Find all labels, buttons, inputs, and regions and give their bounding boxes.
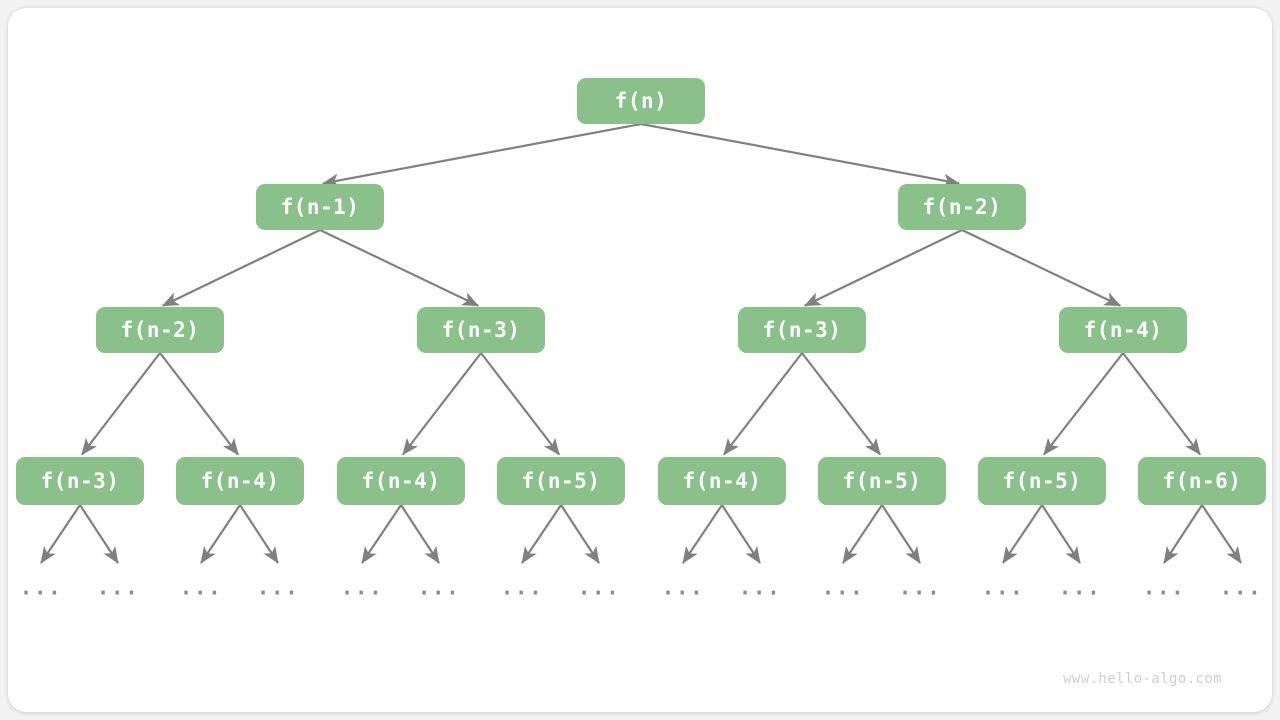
ellipsis-marker: ... (417, 575, 461, 600)
tree-node-n13: f(n-5) (978, 457, 1106, 505)
tree-node-label: f(n-3) (40, 468, 120, 493)
tree-node-n2: f(n-2) (898, 184, 1026, 230)
tree-node-n11: f(n-4) (658, 457, 786, 505)
tree-node-n3: f(n-2) (96, 307, 224, 353)
tree-node-n1: f(n-1) (256, 184, 384, 230)
ellipsis-marker: ... (981, 575, 1025, 600)
tree-node-label: f(n-4) (682, 468, 762, 493)
tree-node-label: f(n-1) (280, 194, 360, 219)
tree-node-label: f(n-2) (120, 317, 200, 342)
ellipsis-marker: ... (821, 575, 865, 600)
tree-node-label: f(n-4) (361, 468, 441, 493)
tree-node-label: f(n-6) (1162, 468, 1242, 493)
tree-node-label: f(n-3) (441, 317, 521, 342)
ellipsis-marker: ... (500, 575, 544, 600)
tree-node-label: f(n-2) (922, 194, 1002, 219)
tree-node-label: f(n-3) (762, 317, 842, 342)
ellipsis-marker: ... (577, 575, 621, 600)
tree-node-n6: f(n-4) (1059, 307, 1187, 353)
ellipsis-marker: ... (179, 575, 223, 600)
tree-node-n5: f(n-3) (738, 307, 866, 353)
ellipsis-marker: ... (898, 575, 942, 600)
tree-node-label: f(n-5) (521, 468, 601, 493)
ellipsis-marker: ... (256, 575, 300, 600)
ellipsis-marker: ... (96, 575, 140, 600)
tree-node-n0: f(n) (577, 78, 705, 124)
watermark: www.hello-algo.com (1063, 671, 1222, 687)
ellipsis-marker: ... (1142, 575, 1186, 600)
ellipsis-marker: ... (1058, 575, 1102, 600)
tree-node-label: f(n-4) (200, 468, 280, 493)
ellipsis-marker: ... (1219, 575, 1263, 600)
tree-node-n10: f(n-5) (497, 457, 625, 505)
ellipsis-marker: ... (661, 575, 705, 600)
tree-node-n9: f(n-4) (337, 457, 465, 505)
tree-node-label: f(n-4) (1083, 317, 1163, 342)
tree-node-n12: f(n-5) (818, 457, 946, 505)
tree-node-n4: f(n-3) (417, 307, 545, 353)
tree-node-label: f(n-5) (1002, 468, 1082, 493)
tree-node-n8: f(n-4) (176, 457, 304, 505)
tree-node-n14: f(n-6) (1138, 457, 1266, 505)
tree-node-label: f(n) (614, 88, 668, 113)
ellipsis-marker: ... (340, 575, 384, 600)
tree-node-n7: f(n-3) (16, 457, 144, 505)
ellipsis-marker: ... (738, 575, 782, 600)
ellipsis-marker: ... (19, 575, 63, 600)
tree-node-label: f(n-5) (842, 468, 922, 493)
